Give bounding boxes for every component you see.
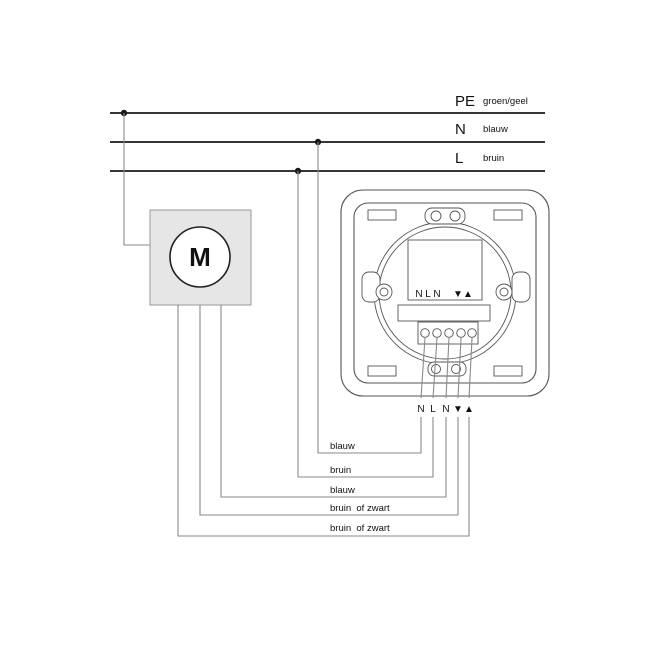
terminal-lead-up <box>468 337 473 399</box>
n-code-label: N <box>455 121 466 138</box>
wire-blauw-motor <box>220 305 447 498</box>
pe-code-label: PE <box>455 93 475 110</box>
terminal-n2-label: N <box>442 404 449 415</box>
wire-bruin-motor-down <box>199 305 459 516</box>
terminal-lead-n1 <box>420 337 426 399</box>
inner-terminal-down-label: ▼ <box>453 289 463 300</box>
wire-bruin-l-supply <box>297 171 434 478</box>
terminal-lead-n2 <box>445 337 450 399</box>
wire-label-bruin-zwart-1: bruin of zwart <box>330 503 390 514</box>
terminal-l-label: L <box>430 404 436 415</box>
motor-circle <box>169 226 231 288</box>
inner-terminal-n2-label: N <box>433 289 440 300</box>
n-color-label: blauw <box>483 124 508 135</box>
terminal-lead-down <box>457 337 462 399</box>
terminal-up-label: ▲ <box>464 404 474 415</box>
wire-label-bruin-zwart-2: bruin of zwart <box>330 523 390 534</box>
pe-motor-wire <box>123 113 150 246</box>
wire-bruin-motor-up <box>177 305 470 537</box>
inner-terminal-l-label: L <box>425 289 431 300</box>
inner-terminal-up-label: ▲ <box>463 289 473 300</box>
l-color-label: bruin <box>483 153 504 164</box>
inner-terminal-n1-label: N <box>415 289 422 300</box>
terminal-n1-label: N <box>417 404 424 415</box>
pe-color-label: groen/geel <box>483 96 528 107</box>
motor-label: M <box>189 242 211 272</box>
wire-blauw-n-supply <box>317 142 422 454</box>
wire-label-blauw-1: blauw <box>330 441 355 452</box>
switch-device <box>340 189 550 397</box>
wire-label-bruin-1: bruin <box>330 465 351 476</box>
terminal-down-label: ▼ <box>453 404 463 415</box>
terminal-lead-l <box>432 337 438 399</box>
l-code-label: L <box>455 150 463 167</box>
wire-label-blauw-2: blauw <box>330 485 355 496</box>
